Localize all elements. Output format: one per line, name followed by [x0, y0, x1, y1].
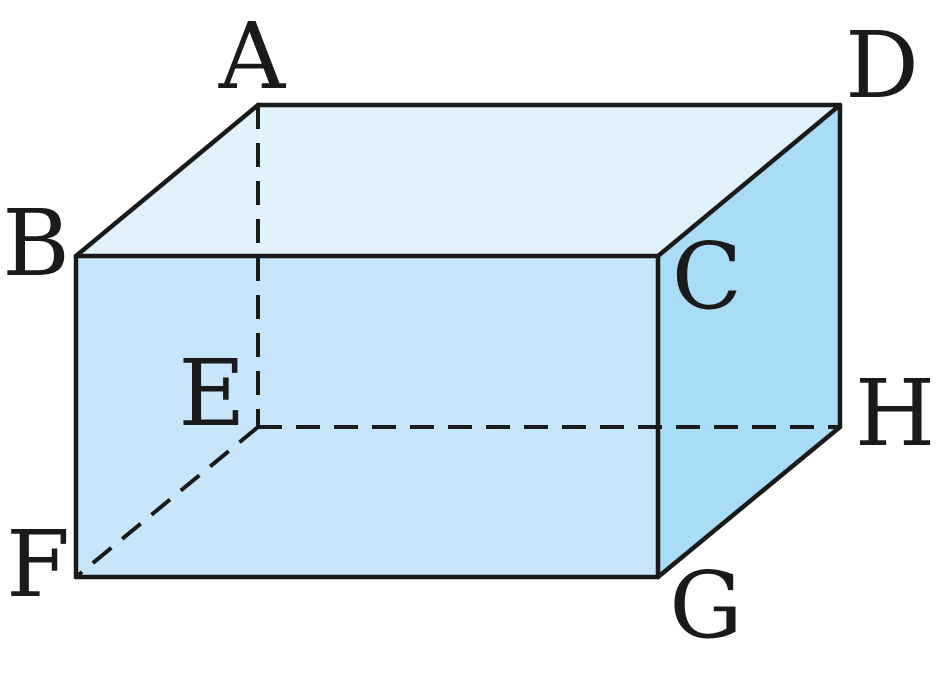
edge-ab: [73, 102, 261, 259]
vertex-label-b: B: [2, 190, 70, 297]
prism-faces: [76, 105, 840, 577]
vertex-label-c: C: [672, 223, 742, 330]
edge-ef: [74, 425, 260, 579]
front-face: [76, 256, 658, 577]
edge-gh: [655, 424, 843, 580]
edge-cd: [655, 102, 843, 259]
right-face: [658, 105, 840, 577]
vertex-label-e: E: [178, 340, 245, 447]
vertex-label-d: D: [845, 12, 919, 119]
vertex-label-a: A: [218, 3, 287, 110]
vertex-labels: A D B C E H F G: [2, 3, 935, 659]
vertex-label-g: G: [669, 552, 743, 659]
vertex-label-h: H: [855, 360, 935, 467]
visible-edges: [73, 102, 843, 580]
vertex-label-f: F: [6, 511, 70, 618]
top-face: [76, 105, 840, 256]
hidden-edges: [74, 105, 840, 579]
